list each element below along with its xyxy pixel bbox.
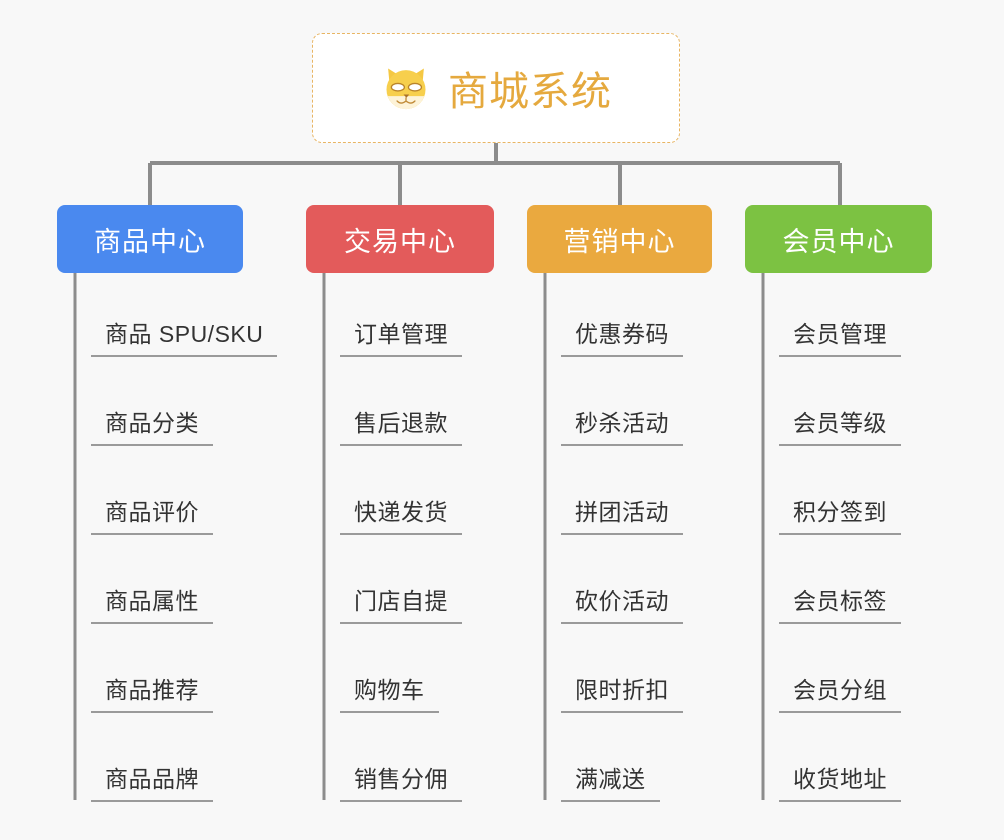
leaf-label: 限时折扣 xyxy=(561,671,683,713)
leaf-item[interactable]: 门店自提 xyxy=(324,540,536,629)
leaf-item[interactable]: 购物车 xyxy=(324,629,536,718)
leaf-label: 商品推荐 xyxy=(91,671,213,713)
leaf-label: 销售分佣 xyxy=(340,760,462,802)
leaf-item[interactable]: 订单管理 xyxy=(324,273,536,362)
leaf-label: 门店自提 xyxy=(340,582,462,624)
category-header-3[interactable]: 会员中心 xyxy=(745,205,932,273)
leaf-item[interactable]: 满减送 xyxy=(545,718,752,807)
category-column-交易中心: 交易中心 订单管理 售后退款 快递发货 门店自提 购物车 销售分佣 xyxy=(306,205,536,807)
leaf-label: 满减送 xyxy=(561,760,660,802)
leaf-label: 会员管理 xyxy=(779,315,901,357)
leaf-label: 商品评价 xyxy=(91,493,213,535)
leaf-list-2: 优惠券码 秒杀活动 拼团活动 砍价活动 限时折扣 满减送 xyxy=(527,273,752,807)
leaf-item[interactable]: 商品属性 xyxy=(75,540,307,629)
category-column-营销中心: 营销中心 优惠券码 秒杀活动 拼团活动 砍价活动 限时折扣 满减送 xyxy=(527,205,752,807)
leaf-label: 商品分类 xyxy=(91,404,213,446)
leaf-item[interactable]: 砍价活动 xyxy=(545,540,752,629)
category-column-会员中心: 会员中心 会员管理 会员等级 积分签到 会员标签 会员分组 收货地址 xyxy=(745,205,970,807)
leaf-item[interactable]: 限时折扣 xyxy=(545,629,752,718)
shiba-dog-face-icon xyxy=(380,62,432,114)
leaf-label: 收货地址 xyxy=(779,760,901,802)
leaf-label: 会员等级 xyxy=(779,404,901,446)
category-header-1[interactable]: 交易中心 xyxy=(306,205,494,273)
category-header-0[interactable]: 商品中心 xyxy=(57,205,243,273)
leaf-item[interactable]: 拼团活动 xyxy=(545,451,752,540)
leaf-list-3: 会员管理 会员等级 积分签到 会员标签 会员分组 收货地址 xyxy=(745,273,970,807)
category-column-商品中心: 商品中心 商品 SPU/SKU 商品分类 商品评价 商品属性 商品推荐 商品品牌 xyxy=(57,205,307,807)
leaf-label: 积分签到 xyxy=(779,493,901,535)
category-header-label: 商品中心 xyxy=(94,226,206,257)
root-node[interactable]: 商城系统 xyxy=(312,33,680,143)
leaf-item[interactable]: 快递发货 xyxy=(324,451,536,540)
leaf-item[interactable]: 售后退款 xyxy=(324,362,536,451)
leaf-label: 售后退款 xyxy=(340,404,462,446)
leaf-item[interactable]: 收货地址 xyxy=(763,718,970,807)
leaf-label: 会员分组 xyxy=(779,671,901,713)
leaf-item[interactable]: 秒杀活动 xyxy=(545,362,752,451)
leaf-label: 快递发货 xyxy=(340,493,462,535)
leaf-item[interactable]: 会员分组 xyxy=(763,629,970,718)
leaf-label: 优惠券码 xyxy=(561,315,683,357)
leaf-item[interactable]: 积分签到 xyxy=(763,451,970,540)
leaf-label: 秒杀活动 xyxy=(561,404,683,446)
leaf-item[interactable]: 商品品牌 xyxy=(75,718,307,807)
leaf-label: 商品属性 xyxy=(91,582,213,624)
leaf-label: 商品 SPU/SKU xyxy=(91,315,278,357)
leaf-item[interactable]: 商品 SPU/SKU xyxy=(75,273,307,362)
leaf-item[interactable]: 商品评价 xyxy=(75,451,307,540)
leaf-list-1: 订单管理 售后退款 快递发货 门店自提 购物车 销售分佣 xyxy=(306,273,536,807)
leaf-label: 拼团活动 xyxy=(561,493,683,535)
leaf-label: 砍价活动 xyxy=(561,582,683,624)
leaf-label: 会员标签 xyxy=(779,582,901,624)
leaf-label: 商品品牌 xyxy=(91,760,213,802)
leaf-label: 购物车 xyxy=(340,671,439,713)
leaf-list-0: 商品 SPU/SKU 商品分类 商品评价 商品属性 商品推荐 商品品牌 xyxy=(57,273,307,807)
category-header-label: 会员中心 xyxy=(782,226,895,257)
leaf-item[interactable]: 商品分类 xyxy=(75,362,307,451)
root-title: 商城系统 xyxy=(448,70,612,114)
category-header-2[interactable]: 营销中心 xyxy=(527,205,712,273)
leaf-label: 订单管理 xyxy=(340,315,462,357)
leaf-item[interactable]: 会员标签 xyxy=(763,540,970,629)
leaf-item[interactable]: 会员管理 xyxy=(763,273,970,362)
leaf-item[interactable]: 优惠券码 xyxy=(545,273,752,362)
leaf-item[interactable]: 销售分佣 xyxy=(324,718,536,807)
leaf-item[interactable]: 商品推荐 xyxy=(75,629,307,718)
category-header-label: 营销中心 xyxy=(563,226,676,257)
leaf-item[interactable]: 会员等级 xyxy=(763,362,970,451)
category-header-label: 交易中心 xyxy=(344,226,456,257)
